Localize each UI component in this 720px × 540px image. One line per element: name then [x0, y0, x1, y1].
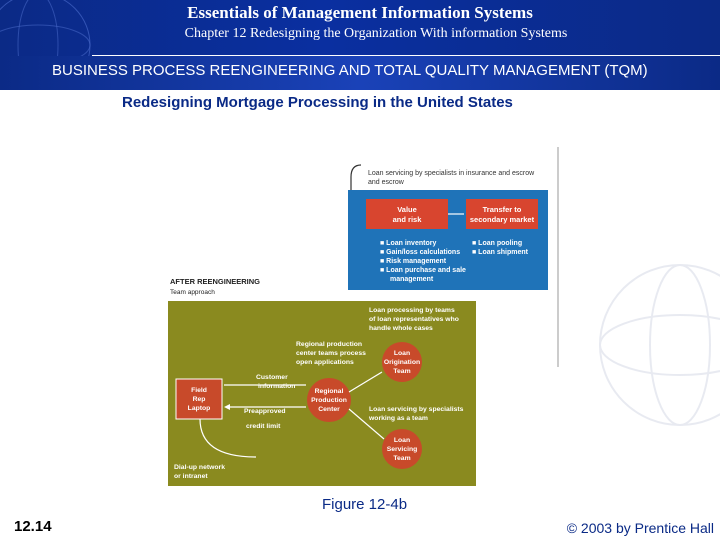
svg-text:information: information: [258, 383, 295, 390]
header-rule: [92, 55, 720, 56]
section-band: [0, 56, 720, 90]
svg-text:Regional production: Regional production: [296, 341, 362, 348]
value-risk-box: [366, 199, 448, 229]
svg-text:Production: Production: [311, 397, 347, 404]
svg-text:Rep: Rep: [193, 396, 206, 403]
bullet-purchase-cont: management: [390, 276, 434, 283]
bullet-pooling: ■ Loan pooling: [472, 240, 522, 247]
slide-subtitle: Redesigning Mortgage Processing in the U…: [122, 94, 513, 111]
svg-text:center teams process: center teams process: [296, 350, 366, 357]
value-risk-line1: Value: [397, 205, 417, 214]
svg-text:or intranet: or intranet: [174, 473, 208, 480]
svg-text:credit limit: credit limit: [246, 423, 281, 430]
header-bar: Essentials of Management Information Sys…: [0, 0, 720, 56]
bullet-risk: ■ Risk management: [380, 258, 447, 265]
bullet-shipment: ■ Loan shipment: [472, 249, 529, 256]
svg-text:open applications: open applications: [296, 359, 354, 366]
transfer-line1: Transfer to: [483, 205, 522, 214]
course-title: Essentials of Management Information Sys…: [187, 3, 533, 22]
figure-12-4b: Loan servicing by specialists in insuran…: [166, 147, 562, 488]
bullet-gain-loss: ■ Gain/loss calculations: [380, 249, 460, 256]
svg-text:of loan representatives who: of loan representatives who: [369, 316, 459, 323]
transfer-box: [466, 199, 538, 229]
svg-text:Team: Team: [393, 455, 410, 462]
chapter-title: Chapter 12 Redesigning the Organization …: [184, 26, 568, 41]
field-rep-box: [175, 378, 223, 420]
value-risk-line2: and risk: [393, 215, 423, 224]
after-sub: Team approach: [170, 289, 215, 296]
top-note-line1: Loan servicing by specialists in insuran…: [368, 170, 535, 177]
origination-team-circle: [382, 342, 422, 382]
svg-text:Laptop: Laptop: [188, 405, 211, 412]
svg-text:Loan: Loan: [394, 350, 410, 357]
svg-text:Field: Field: [191, 387, 207, 394]
svg-text:Loan processing by teams: Loan processing by teams: [369, 307, 455, 314]
bullet-purchase: ■ Loan purchase and sale: [380, 267, 466, 274]
after-title: AFTER REENGINEERING: [170, 277, 260, 286]
section-title: BUSINESS PROCESS REENGINEERING AND TOTAL…: [52, 62, 648, 79]
figure-caption: Figure 12-4b: [322, 496, 408, 513]
transfer-line2: secondary market: [470, 215, 535, 224]
bullet-loan-inventory: ■ Loan inventory: [380, 240, 436, 247]
svg-text:handle whole cases: handle whole cases: [369, 325, 433, 332]
regional-center-circle: [307, 378, 351, 422]
svg-text:Origination: Origination: [384, 359, 420, 366]
svg-text:Customer: Customer: [256, 374, 288, 381]
svg-text:Loan servicing by specialists: Loan servicing by specialists: [369, 406, 464, 413]
slide-number: 12.14: [14, 518, 52, 535]
copyright: © 2003 by Prentice Hall: [566, 520, 714, 536]
servicing-team-circle: [382, 429, 422, 469]
svg-text:Regional: Regional: [315, 388, 344, 395]
background-globe-watermark: [599, 264, 720, 426]
svg-text:Dial-up network: Dial-up network: [174, 464, 225, 471]
svg-text:Loan: Loan: [394, 437, 410, 444]
svg-text:working as a team: working as a team: [368, 415, 428, 422]
svg-text:Servicing: Servicing: [387, 446, 418, 453]
svg-text:Team: Team: [393, 368, 410, 375]
svg-text:Center: Center: [318, 406, 340, 413]
top-note-line2: and escrow: [368, 179, 405, 186]
svg-text:Preapproved: Preapproved: [244, 408, 286, 415]
